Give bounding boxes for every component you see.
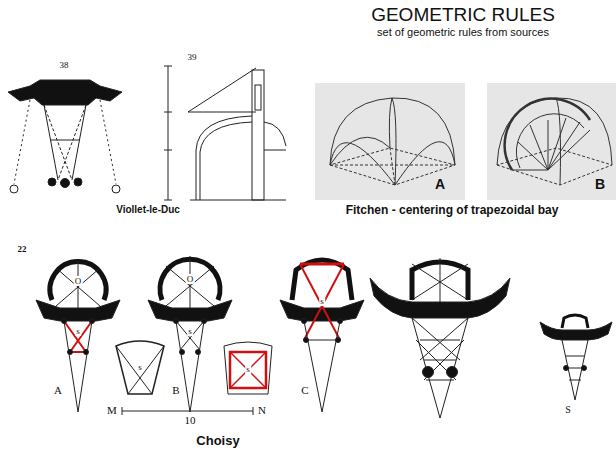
vault-plan [224,342,272,394]
panel-letter: A [435,176,445,192]
source-caption: Fitchen - centering of trapezoidal bay [346,204,559,218]
buttress-plan [8,80,122,193]
dimension-number: 10 [184,414,197,427]
point-letter: s [245,364,251,374]
vault-plan [36,260,120,412]
page-title: GEOMETRIC RULES [371,4,555,26]
plan-letter: B [171,384,180,397]
plan-letter: C [300,384,309,397]
vault-plan [148,256,232,412]
vault-section [164,66,286,200]
plan-letter: A [53,384,63,397]
vault-plan [116,341,164,394]
point-letter: O [74,276,83,286]
vault-plan [540,315,612,400]
plan-letter: N [257,404,267,417]
source-caption: Viollet-le-Duc [116,204,180,216]
point-letter: S [564,404,572,416]
subtitle: set of geometric rules from sources [377,26,549,39]
centering-sketch [315,83,465,200]
figure-number: 39 [188,52,197,62]
figure-number: 38 [60,60,69,70]
point-letter: O [186,274,195,284]
point-letter: s [319,296,325,306]
panel-letter: B [595,176,605,192]
point-letter: s [75,326,81,336]
vault-plan [370,258,510,418]
vault-plan [280,260,364,412]
source-caption: Choisy [196,434,239,449]
centering-sketch [487,83,616,200]
point-letter: s [137,362,143,372]
figure-number: 22 [18,244,27,254]
point-letter: s [187,326,193,336]
plan-letter: M [106,404,118,417]
